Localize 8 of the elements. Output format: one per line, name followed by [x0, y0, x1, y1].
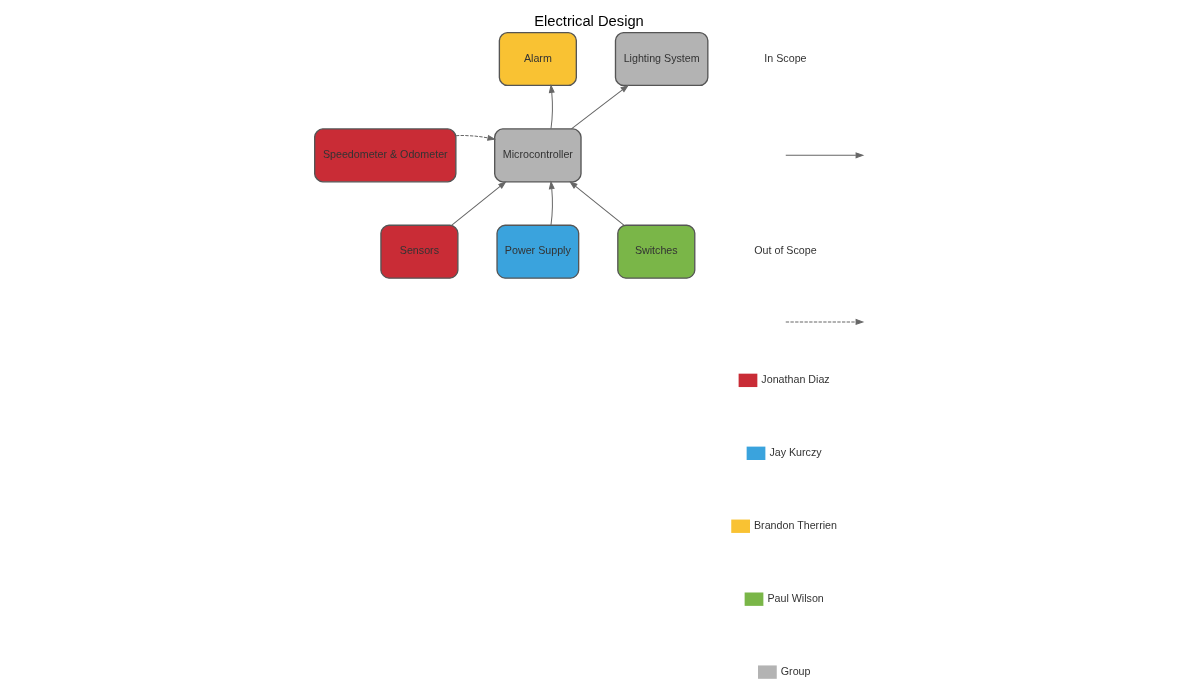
legend-label: In Scope [764, 51, 807, 64]
legend-label: Out of Scope [754, 244, 817, 257]
legend-label: Jonathan Diaz [761, 372, 830, 385]
legend-label: Brandon Therrien [754, 518, 837, 531]
legend-label: Group [780, 664, 811, 677]
legend-label: Jay Kurczy [769, 445, 822, 458]
legend-label: Paul Wilson [767, 591, 824, 604]
diagram-title: Electrical Design [534, 12, 644, 29]
